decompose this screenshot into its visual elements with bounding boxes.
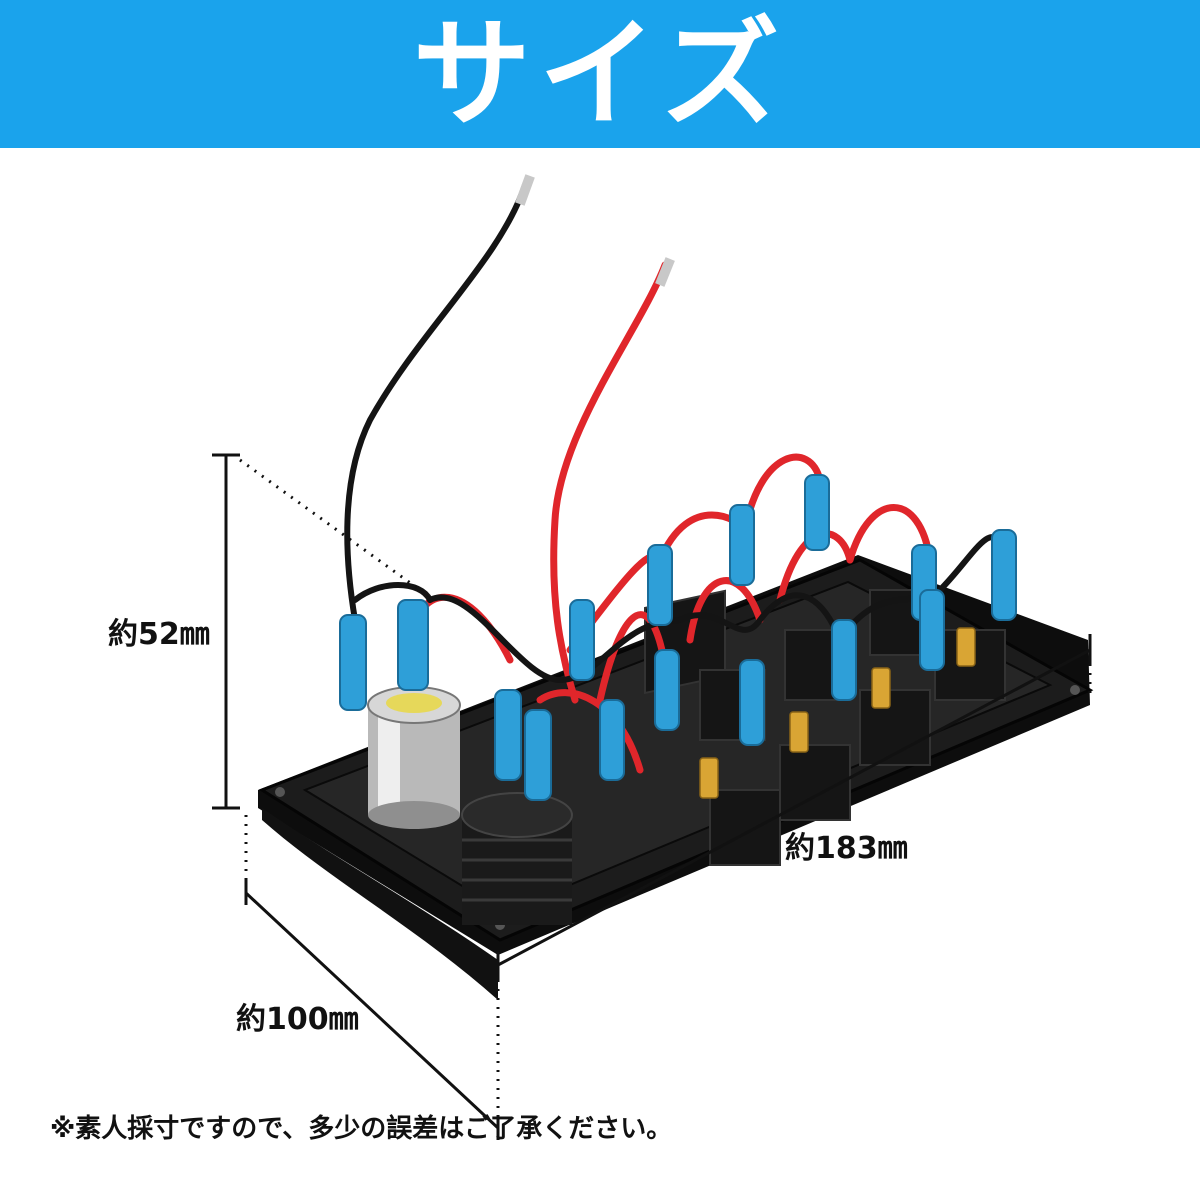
depth-dimension-label: 約100㎜ <box>236 1002 359 1037</box>
panel-curved-underside <box>262 808 498 1000</box>
usb-socket <box>461 792 573 925</box>
blue-terminals <box>339 474 1017 801</box>
wire-tips <box>515 174 675 287</box>
dimension-guides <box>212 453 1092 1140</box>
cigarette-socket <box>367 686 461 829</box>
title-banner: サイズ <box>0 0 1200 148</box>
spade-terminals <box>699 627 976 799</box>
dimension-dotted-lines <box>239 458 1092 1115</box>
width-dimension-label: 約183㎜ <box>785 831 908 866</box>
screw-hole-icon <box>1070 685 1080 695</box>
page-title: サイズ <box>412 5 788 143</box>
screw-hole-icon <box>275 787 285 797</box>
measurement-disclaimer: ※素人採寸ですので、多少の誤差はご了承ください。 <box>50 1114 673 1144</box>
height-dimension-label: 約52㎜ <box>108 617 210 652</box>
product-photo <box>212 174 1094 1140</box>
